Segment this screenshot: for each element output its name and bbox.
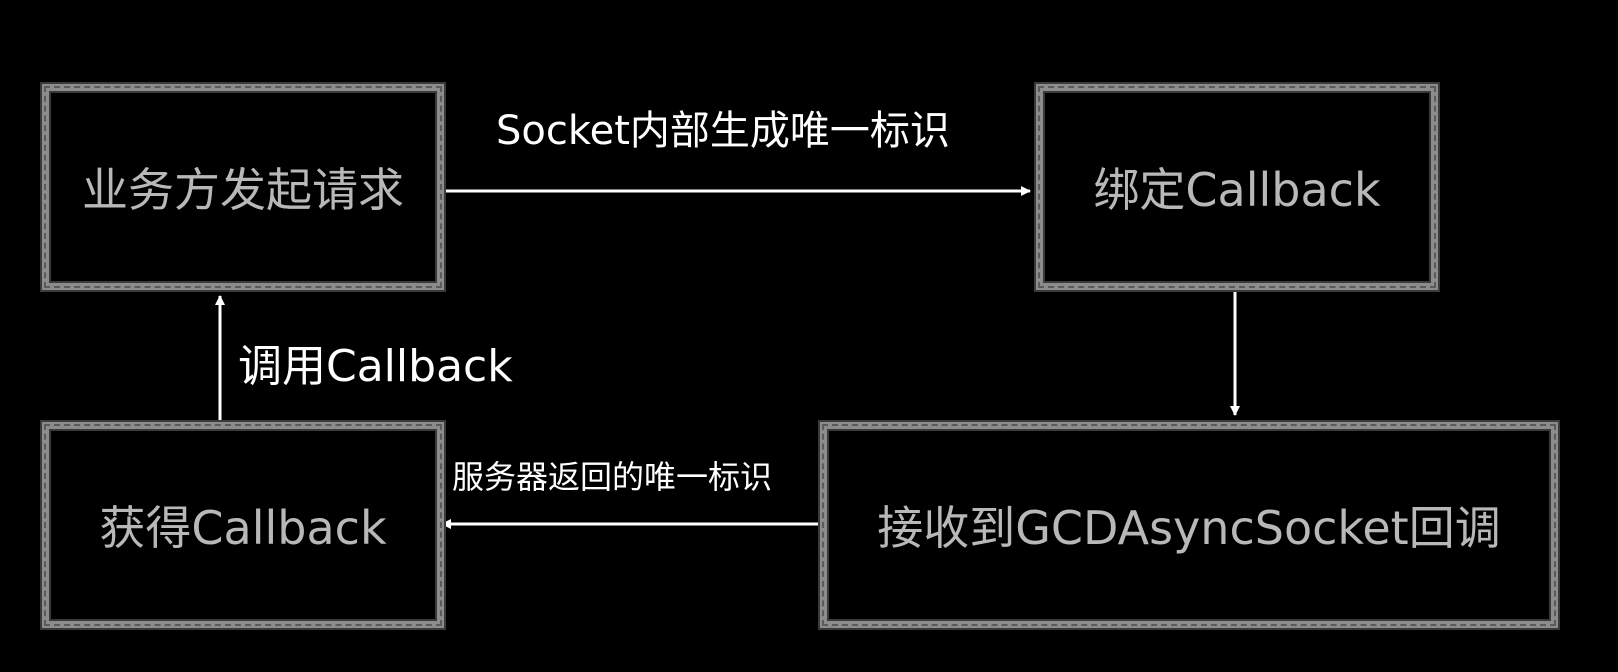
node-bind-label: 绑定Callback — [1093, 163, 1381, 217]
node-request-label: 业务方发起请求 — [82, 163, 404, 217]
edge-label-obtain-to-request: 调用Callback — [238, 341, 513, 392]
node-bind: 绑定Callback — [1036, 84, 1438, 290]
node-request: 业务方发起请求 — [42, 84, 444, 290]
node-receive-label: 接收到GCDAsyncSocket回调 — [877, 501, 1501, 555]
node-obtain-label: 获得Callback — [99, 501, 387, 555]
edge-label-request-to-bind: Socket内部生成唯一标识 — [496, 108, 950, 154]
node-receive: 接收到GCDAsyncSocket回调 — [820, 422, 1558, 628]
edge-label-receive-to-obtain: 服务器返回的唯一标识 — [452, 458, 773, 496]
node-obtain: 获得Callback — [42, 422, 444, 628]
